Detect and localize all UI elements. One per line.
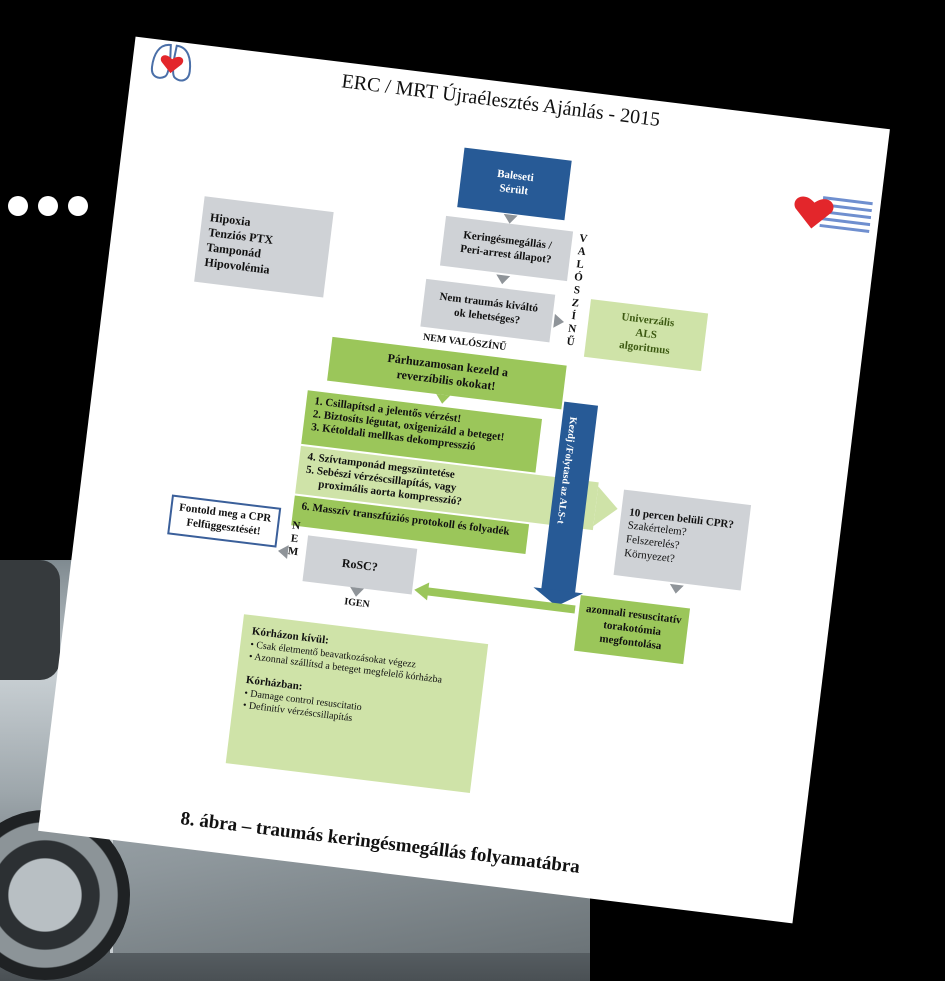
dot-3 xyxy=(68,196,88,216)
flowchart-document: ERC / MRT Újraélesztés Ajánlás - 2015 Ba… xyxy=(38,36,890,924)
thoracotomy-box: azonnali resuscitatív torakotómia megfon… xyxy=(574,595,691,665)
arrest-question-box: Keringésmegállás / Peri-arrest állapot? xyxy=(439,215,574,282)
document-title: ERC / MRT Újraélesztés Ajánlás - 2015 xyxy=(340,70,662,132)
start-line-2: Sérült xyxy=(498,182,529,198)
dot-1 xyxy=(8,196,28,216)
arrow-igen xyxy=(349,586,365,598)
arrow-to-als xyxy=(553,313,565,329)
arrow-ten-min xyxy=(668,583,684,595)
arrow-parallel xyxy=(435,393,451,405)
dot-2 xyxy=(38,196,58,216)
heart-ecg-logo xyxy=(789,186,874,239)
igen-label: IGEN xyxy=(343,596,371,611)
start-box-injured: Baleseti Sérült xyxy=(457,147,572,221)
arrow-arrest xyxy=(495,274,511,286)
reversible-causes-box: Hipoxia Tenziós PTX Tamponád Hipovolémia xyxy=(194,196,334,298)
car-mirror xyxy=(0,560,60,680)
consider-stop-cpr-box: Fontold meg a CPR Felfüggesztését! xyxy=(167,494,282,548)
rosc-question-box: RoSC? xyxy=(302,535,418,595)
rosc-label: RoSC? xyxy=(341,555,379,574)
arrow-to-stop xyxy=(277,543,289,560)
ten-minute-cpr-box: 10 percen belüli CPR? Szakértelem? Felsz… xyxy=(613,489,752,591)
non-traumatic-question-box: Nem traumás kiváltó ok lehetséges? xyxy=(420,278,556,343)
arrow-to-ten-min xyxy=(593,486,621,529)
lungs-heart-logo xyxy=(144,37,200,90)
universal-als-box: Univerzális ALS algoritmus xyxy=(583,299,709,372)
als-continue-line-1: Kezdj / xyxy=(563,416,579,449)
outcome-box: Kórházon kívül: • Csak életmentő beavatk… xyxy=(225,614,489,794)
ellipsis-indicator xyxy=(8,196,88,216)
als-line-3: algoritmus xyxy=(618,338,671,357)
